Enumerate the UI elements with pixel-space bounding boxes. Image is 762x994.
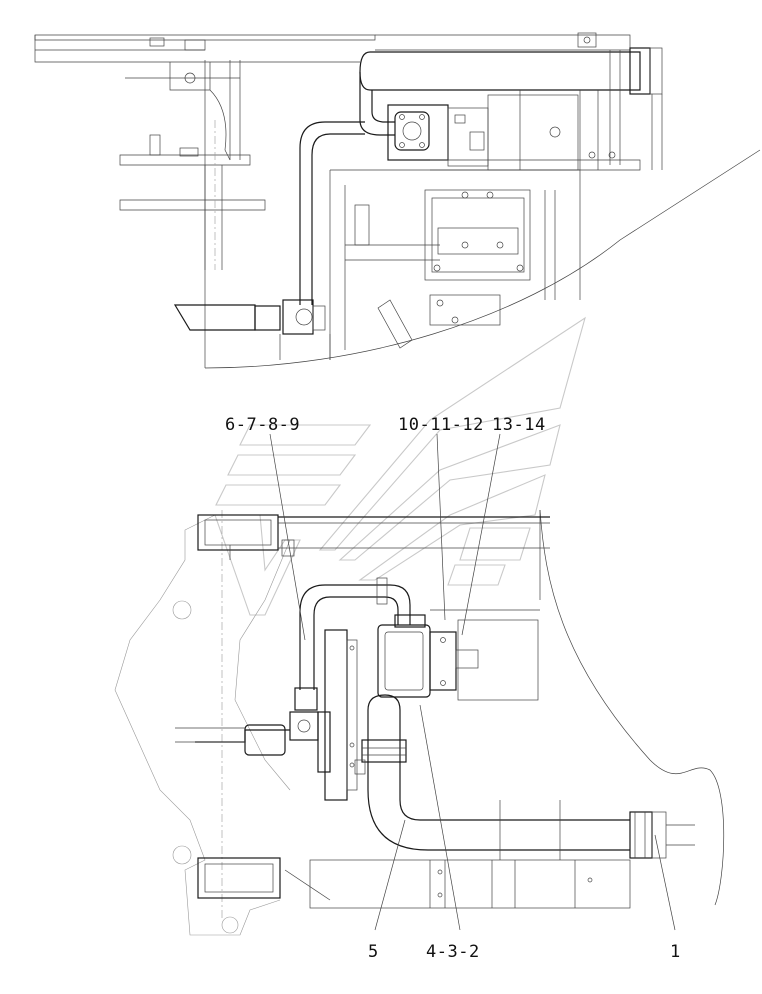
upper-hose-end <box>173 304 256 331</box>
lower-shell-curve <box>539 509 725 906</box>
hose-fitting <box>294 687 318 711</box>
leader-13-14 <box>461 433 501 636</box>
callout-labels: 6-7-8-9 10-11-12 13-14 5 4-3-2 1 <box>225 415 681 962</box>
callout-10-11-12: 10-11-12 <box>398 415 484 435</box>
lower-view <box>114 509 725 936</box>
leader-lines <box>269 433 676 931</box>
lower-mount-plate <box>197 857 281 899</box>
leader-5 <box>374 819 406 931</box>
pump-body <box>377 624 431 698</box>
pump-flange <box>429 631 457 691</box>
leader-6-7-8-9 <box>269 433 306 641</box>
lower-hose <box>299 584 411 640</box>
callout-6-7-8-9: 6-7-8-9 <box>225 415 300 435</box>
upper-control-panel <box>424 189 531 281</box>
upper-pipe-horizontal <box>359 51 641 91</box>
upper-mount-plate <box>197 514 279 551</box>
vertical-bracket <box>324 629 348 801</box>
leader-1 <box>654 834 676 931</box>
upper-view <box>34 32 761 369</box>
callout-1: 1 <box>670 942 681 962</box>
callout-4-3-2: 4-3-2 <box>426 942 480 962</box>
leader-4-3-2 <box>419 704 461 931</box>
callout-5: 5 <box>368 942 379 962</box>
upper-fitting <box>282 299 314 335</box>
watermark-logo <box>214 316 586 616</box>
right-clamp <box>629 811 653 859</box>
hose-clamp <box>361 739 407 763</box>
upper-hose <box>299 121 365 149</box>
lower-pipe <box>367 710 630 851</box>
callout-13-14: 13-14 <box>492 415 546 435</box>
upper-boundary-curve <box>204 149 761 369</box>
leader-10-11-12 <box>436 433 446 621</box>
